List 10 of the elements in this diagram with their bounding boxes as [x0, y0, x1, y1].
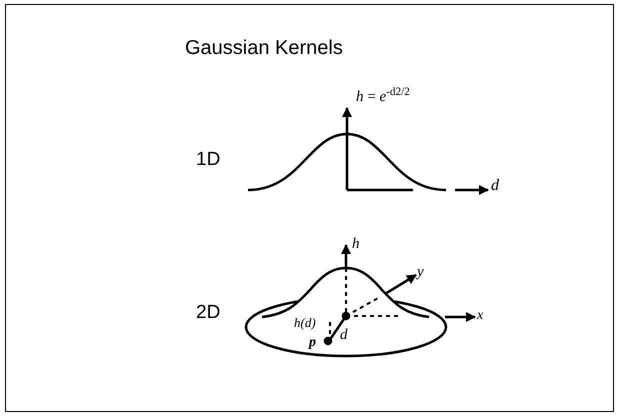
- dimension-label: 2D: [196, 303, 220, 322]
- point-label: p: [309, 336, 316, 350]
- slide-title: Gaussian Kernels: [185, 38, 343, 58]
- axis-label: d: [491, 178, 499, 194]
- distance-label: d: [340, 328, 348, 343]
- axis-label: x: [477, 309, 484, 323]
- dimension-label: 1D: [196, 150, 220, 169]
- axis-label: h: [352, 237, 360, 252]
- height-label: h(d): [294, 316, 316, 329]
- axis-label: y: [417, 265, 424, 280]
